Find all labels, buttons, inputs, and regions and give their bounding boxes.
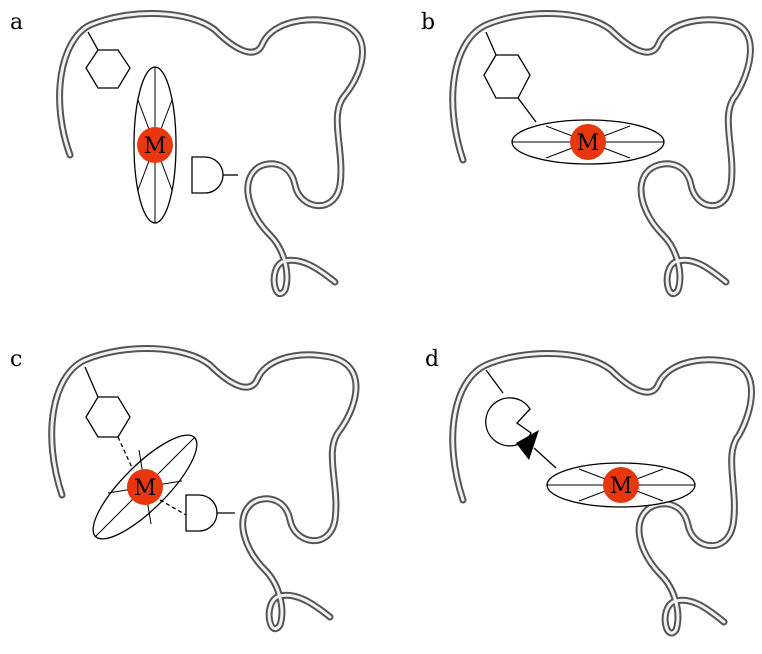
panel-d: d M <box>381 325 762 649</box>
panel-c: c M <box>0 325 381 649</box>
semicircle-dashed-bond <box>160 500 186 515</box>
metal-label: M <box>577 131 600 156</box>
panel-d-graphic: M <box>381 325 762 649</box>
metal-label: M <box>134 476 157 501</box>
protein-backbone <box>52 349 356 629</box>
chelate-complex: M <box>80 422 210 552</box>
panel-a-graphic: M <box>0 0 381 325</box>
chelate-complex: M <box>134 67 176 223</box>
panel-b-graphic: M <box>381 0 762 325</box>
panel-c-graphic: M <box>0 325 381 649</box>
chelate-complex: M <box>547 463 695 507</box>
panel-label-c: c <box>10 347 22 372</box>
chelate-complex: M <box>512 120 664 164</box>
panel-label-b: b <box>421 10 435 35</box>
hexagon-group-icon <box>86 50 130 88</box>
hexagon-group-icon <box>86 397 130 437</box>
hexagon-linker <box>85 367 98 397</box>
panel-a: a M <box>0 0 381 325</box>
hexagon-linker <box>88 32 98 50</box>
pacman-linker <box>486 370 503 393</box>
panel-b: b M <box>381 0 762 325</box>
semicircle-group-icon <box>186 495 217 531</box>
panel-label-a: a <box>10 10 23 35</box>
hexagon-linker <box>486 32 496 55</box>
hexagon-group-icon <box>484 55 530 98</box>
ligand-linker <box>534 448 556 468</box>
panel-label-d: d <box>425 347 439 372</box>
hexagon-metal-bond <box>518 98 536 122</box>
metal-label: M <box>144 134 167 159</box>
hexagon-dashed-bond <box>118 437 134 472</box>
metal-label: M <box>610 474 633 499</box>
semicircle-group-icon <box>192 157 223 193</box>
